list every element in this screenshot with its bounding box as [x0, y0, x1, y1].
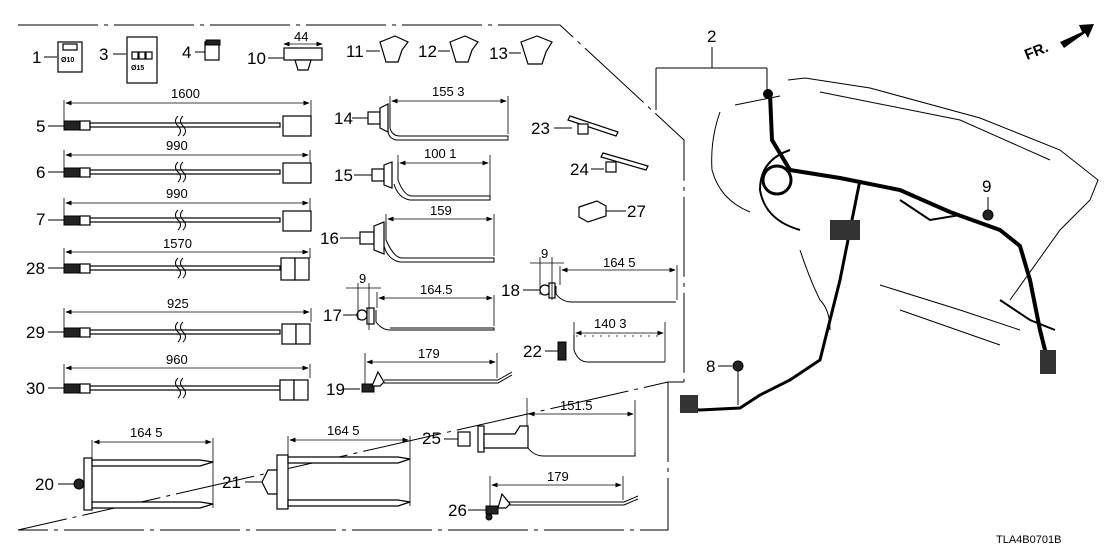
dim-part-17: 164.5 — [420, 282, 453, 297]
part-4-fuse[interactable]: 4 — [182, 39, 221, 62]
part-7-cable[interactable]: 7 990 — [36, 186, 312, 232]
callout-25: 25 — [422, 429, 441, 448]
part-29-cable[interactable]: 29 925 — [26, 296, 312, 345]
dim-part-15: 100 1 — [424, 146, 457, 161]
part-9-bolt[interactable]: 9 — [982, 177, 994, 221]
callout-23: 23 — [531, 119, 550, 138]
callout-28: 28 — [26, 259, 45, 278]
dim-part-14: 155 3 — [432, 84, 465, 99]
dim-part-17-offset: 9 — [359, 271, 366, 286]
part-1-grommet[interactable]: Ø10 1 — [32, 41, 83, 73]
callout-3: 3 — [99, 45, 108, 64]
part-17-clip[interactable]: 17 9 164.5 — [323, 271, 495, 331]
part-27-clip[interactable]: 27 — [578, 200, 646, 223]
part-8-bolt[interactable]: 8 — [706, 357, 744, 405]
part-3-marking: Ø15 — [131, 65, 144, 72]
part-10-clip[interactable]: 44 10 — [247, 29, 323, 71]
callout-27: 27 — [627, 202, 646, 221]
callout-2: 2 — [707, 27, 716, 46]
callout-21: 21 — [222, 473, 241, 492]
part-3-grommet[interactable]: Ø15 3 — [99, 36, 158, 84]
callout-17: 17 — [323, 306, 342, 325]
dim-part-10: 44 — [294, 29, 308, 44]
front-arrow-icon — [1060, 24, 1094, 48]
part-21-tie-band[interactable]: 21 164 5 — [222, 423, 411, 510]
part-13-clip[interactable]: 13 — [489, 35, 553, 65]
part-30-cable[interactable]: 30 960 — [26, 352, 311, 401]
diagram-code: TLA4B0701B — [996, 534, 1061, 546]
dim-part-19: 179 — [418, 346, 440, 361]
callout-12: 12 — [418, 42, 437, 61]
callout-6: 6 — [36, 163, 45, 182]
callout-22: 22 — [523, 342, 542, 361]
dim-part-28: 1570 — [163, 236, 192, 251]
callout-26: 26 — [448, 501, 467, 520]
part-5-cable[interactable]: 5 1600 — [36, 86, 312, 137]
dim-part-22: 140 3 — [594, 316, 627, 331]
part-6-cable[interactable]: 6 990 — [36, 138, 312, 184]
callout-1: 1 — [32, 48, 41, 67]
callout-5: 5 — [36, 117, 45, 136]
callout-13: 13 — [489, 44, 508, 63]
part-25-clip[interactable]: 25 151.5 — [422, 398, 636, 457]
part-16-clip[interactable]: 16 159 — [320, 203, 495, 263]
callout-4: 4 — [182, 43, 191, 62]
part-11-clip[interactable]: 11 — [346, 35, 409, 63]
callout-10: 10 — [247, 49, 266, 68]
dim-part-18: 164 5 — [603, 255, 636, 270]
callout-18: 18 — [501, 281, 520, 300]
part-18-clip[interactable]: 18 9 164 5 — [501, 246, 678, 303]
part-24-clip[interactable]: 24 — [570, 152, 649, 179]
callout-16: 16 — [320, 229, 339, 248]
dim-part-21: 164 5 — [327, 423, 360, 438]
part-23-clip[interactable]: 23 — [531, 115, 619, 138]
callout-9: 9 — [982, 177, 991, 196]
dim-part-29: 925 — [167, 296, 189, 311]
dim-part-20: 164 5 — [130, 425, 163, 440]
part-22-clip[interactable]: 22 140 3 — [523, 316, 666, 363]
callout-7: 7 — [36, 210, 45, 229]
kit-boundary — [17, 24, 685, 531]
callout-20: 20 — [35, 475, 54, 494]
callout-19: 19 — [326, 380, 345, 399]
dim-part-6: 990 — [166, 138, 188, 153]
dim-part-30: 960 — [166, 352, 188, 367]
dim-part-7: 990 — [166, 186, 188, 201]
callout-24: 24 — [570, 160, 589, 179]
dim-part-5: 1600 — [171, 86, 200, 101]
dim-part-18-offset: 9 — [541, 246, 548, 261]
callout-14: 14 — [334, 109, 353, 128]
part-26-clip[interactable]: 26 179 — [448, 469, 639, 521]
part-2-harness-assembly[interactable]: 2 — [655, 27, 1099, 413]
part-1-marking: Ø10 — [61, 57, 74, 64]
part-15-clip[interactable]: 15 100 1 — [334, 146, 491, 201]
dim-part-25: 151.5 — [560, 398, 593, 413]
dim-part-26: 179 — [547, 469, 569, 484]
dim-part-16: 159 — [430, 203, 452, 218]
callout-8: 8 — [706, 357, 715, 376]
callout-30: 30 — [26, 379, 45, 398]
callout-15: 15 — [334, 166, 353, 185]
callout-11: 11 — [346, 42, 364, 61]
front-direction-indicator: FR. — [1022, 24, 1094, 64]
callout-29: 29 — [26, 323, 45, 342]
part-19-clip[interactable]: 19 179 — [326, 346, 513, 399]
part-20-tie-band[interactable]: 20 164 5 — [35, 425, 214, 511]
front-label: FR. — [1022, 39, 1051, 64]
part-12-clip[interactable]: 12 — [418, 35, 479, 63]
part-14-clip[interactable]: 14 155 3 — [334, 84, 509, 141]
part-28-cable[interactable]: 28 1570 — [26, 236, 311, 281]
